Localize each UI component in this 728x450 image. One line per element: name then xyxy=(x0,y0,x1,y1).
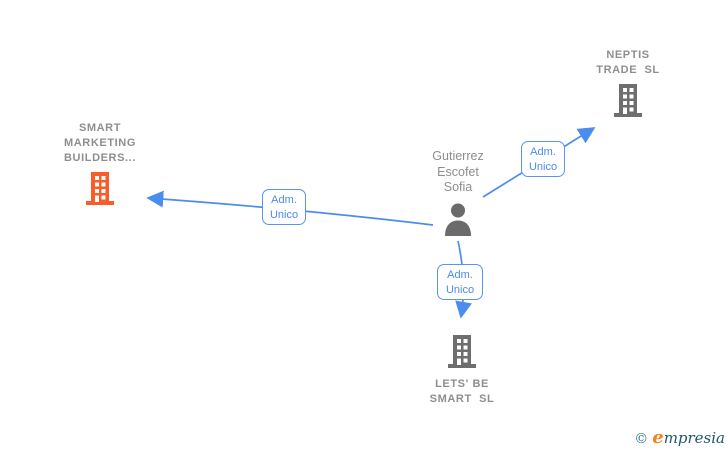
building-icon xyxy=(611,83,645,122)
person-icon xyxy=(442,202,474,241)
relation-label-adm-unico-left: Adm. Unico xyxy=(262,189,306,225)
relation-label-adm-unico-top-right: Adm. Unico xyxy=(521,141,565,177)
company-name: SMART MARKETING BUILDERS... xyxy=(63,122,136,164)
company-name: LETS' BE SMART SL xyxy=(429,378,495,405)
building-icon xyxy=(445,334,479,373)
relation-label-adm-unico-bottom: Adm. Unico xyxy=(437,264,483,300)
company-node-neptis-trade[interactable]: NEPTIS TRADE SL xyxy=(558,48,698,122)
company-name: NEPTIS TRADE SL xyxy=(596,49,660,76)
company-node-lets-be-smart[interactable]: LETS' BE SMART SL xyxy=(392,334,532,407)
empresia-logo: ©empresia xyxy=(634,427,725,448)
company-node-smart-marketing-builders[interactable]: SMART MARKETING BUILDERS... xyxy=(30,121,170,210)
empresia-logo-text: mpresia xyxy=(663,429,725,447)
empresia-logo-e: e xyxy=(652,427,664,448)
building-icon xyxy=(83,171,117,210)
person-node-gutierrez-escofet-sofia[interactable]: Gutierrez Escofet Sofia xyxy=(398,149,518,241)
person-name: Gutierrez Escofet Sofia xyxy=(432,149,484,194)
copyright-symbol: © xyxy=(634,431,649,447)
